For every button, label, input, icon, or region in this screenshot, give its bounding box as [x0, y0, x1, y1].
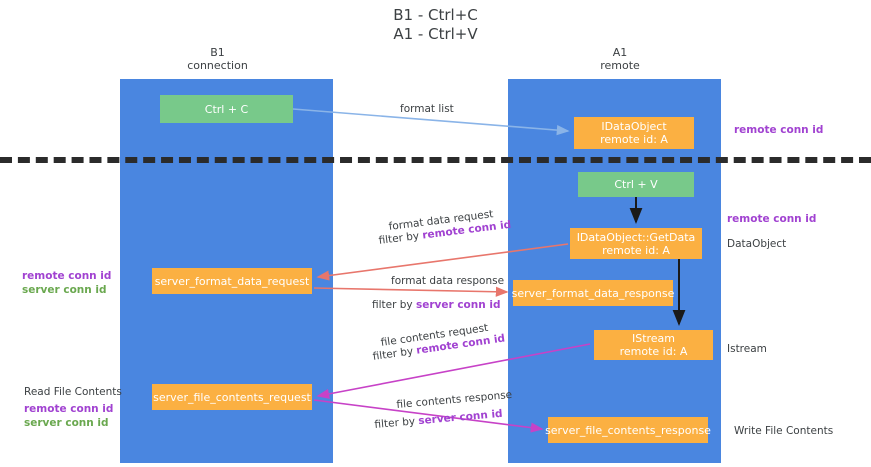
side-label-istream: Istream	[727, 343, 767, 355]
left-label-remote-conn-id-2: remote conn id	[24, 403, 114, 415]
node-ctrl-v[interactable]: Ctrl + V	[578, 172, 694, 197]
left-label-server-conn-id-1: server conn id	[22, 284, 107, 296]
node-server-format-data-response[interactable]: server_format_data_response	[512, 280, 674, 306]
edge-label-format-list: format list	[400, 103, 454, 115]
side-label-remote-conn-id-top: remote conn id	[734, 124, 824, 136]
filter-key: server conn id	[415, 299, 501, 311]
left-label-read-file-contents: Read File Contents	[24, 386, 122, 398]
node-server-file-contents-request[interactable]: server_file_contents_request	[152, 384, 312, 410]
left-label-remote-conn-id-1: remote conn id	[22, 270, 112, 282]
edge-filter-format-data-response: filter by server conn id	[372, 299, 501, 312]
side-label-remote-conn-id-mid: remote conn id	[727, 213, 817, 225]
node-idataobject-getdata[interactable]: IDataObject::GetData remote id: A	[570, 228, 702, 259]
node-idataobject[interactable]: IDataObject remote id: A	[574, 117, 694, 149]
edge-label-format-data-response: format data response	[391, 275, 505, 287]
node-server-file-contents-response[interactable]: server_file_contents_response	[545, 417, 711, 443]
side-label-write-file-contents: Write File Contents	[734, 425, 834, 437]
lane-header-b1: B1 connection	[187, 46, 248, 72]
node-istream[interactable]: IStream remote id: A	[594, 330, 713, 360]
node-ctrl-c[interactable]: Ctrl + C	[160, 95, 293, 123]
filter-prefix: filter by	[374, 415, 419, 431]
side-label-dataobject: DataObject	[727, 238, 787, 250]
section-divider	[0, 157, 871, 163]
lane-header-a1: A1 remote	[600, 46, 640, 72]
node-server-format-data-request[interactable]: server_format_data_request	[152, 268, 312, 294]
filter-prefix: filter by	[372, 299, 416, 311]
diagram-title: B1 - Ctrl+C A1 - Ctrl+V	[393, 6, 478, 43]
left-label-server-conn-id-2: server conn id	[24, 417, 109, 429]
